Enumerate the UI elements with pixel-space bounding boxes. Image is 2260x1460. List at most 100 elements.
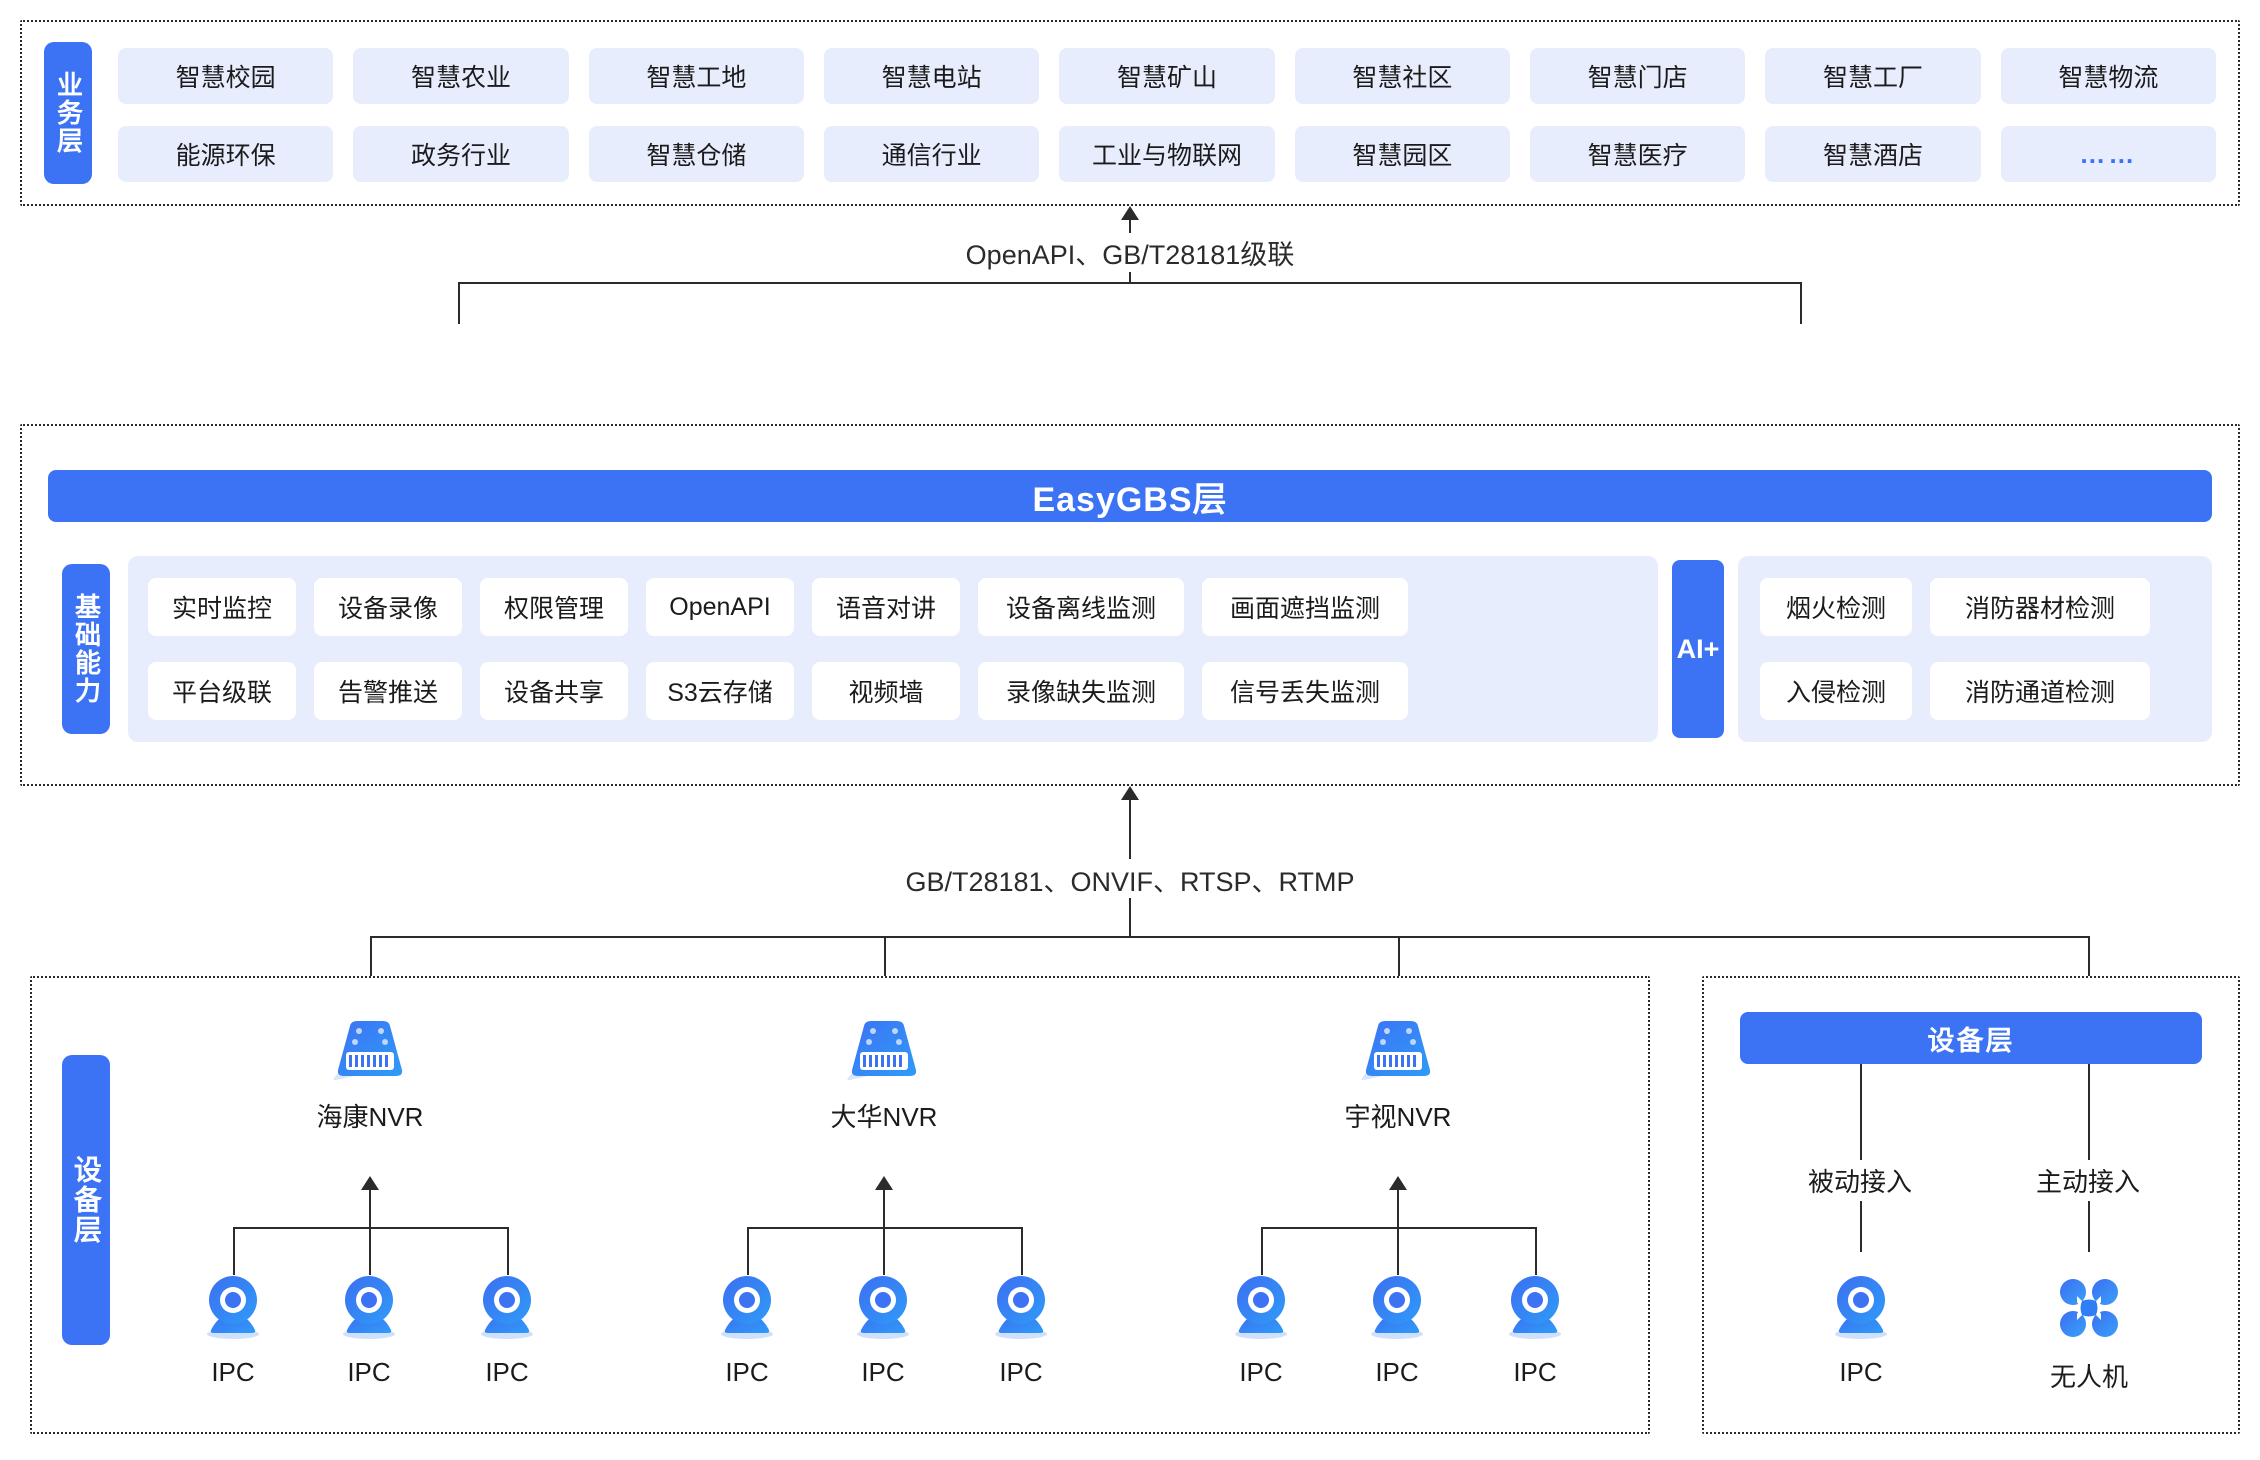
camera-icon (481, 1276, 533, 1339)
business-tag[interactable]: 智慧社区 (1294, 48, 1510, 104)
ai-grid: 烟火检测 消防器材检测 入侵检测 消防通道检测 (1760, 578, 2150, 720)
camera-node[interactable]: IPC (1487, 1272, 1583, 1388)
nvr-node[interactable]: 宇视NVR (1318, 1018, 1478, 1134)
business-tag[interactable]: 智慧工厂 (1765, 48, 1981, 104)
device-layer-bar[interactable]: 设备层 (1740, 1012, 2202, 1064)
ai-chip[interactable]: 消防通道检测 (1930, 662, 2150, 720)
capability-chip[interactable]: 画面遮挡监测 (1202, 578, 1408, 636)
uplink-bus-top (458, 282, 1802, 284)
capability-chip[interactable]: 语音对讲 (812, 578, 960, 636)
nvr-uplink-arrow (875, 1176, 893, 1190)
nvr-uplink-stem (369, 1189, 371, 1229)
camera-node[interactable]: IPC (185, 1272, 281, 1388)
camera-drop (233, 1227, 235, 1275)
nvr-uplink-arrow (361, 1176, 379, 1190)
business-tag[interactable]: 智慧校园 (118, 48, 334, 104)
capability-chip[interactable]: 告警推送 (314, 662, 462, 720)
camera-drop (1397, 1227, 1399, 1275)
easygbs-layer-bar[interactable]: EasyGBS层 (48, 470, 2212, 522)
capability-chip[interactable]: 信号丢失监测 (1202, 662, 1408, 720)
business-tag[interactable]: 智慧物流 (2000, 48, 2216, 104)
capability-chip[interactable]: 权限管理 (480, 578, 628, 636)
camera-node[interactable]: IPC (1349, 1272, 1445, 1388)
capability-chip[interactable]: 录像缺失监测 (978, 662, 1184, 720)
passive-access-label: 被动接入 (1790, 1160, 1930, 1201)
ai-chip[interactable]: 入侵检测 (1760, 662, 1912, 720)
camera-drop (883, 1227, 885, 1275)
camera-node[interactable]: IPC (835, 1272, 931, 1388)
camera-name: IPC (1375, 1357, 1419, 1387)
capability-label: 基础能力 (62, 564, 110, 734)
camera-icon (1509, 1276, 1561, 1339)
capability-chip[interactable]: 视频墙 (812, 662, 960, 720)
business-layer-label-text: 业务层 (53, 71, 84, 155)
camera-icon (857, 1276, 909, 1339)
capability-chip[interactable]: OpenAPI (646, 578, 794, 636)
business-tag[interactable]: 工业与物联网 (1059, 126, 1275, 182)
camera-node[interactable]: IPC (1213, 1272, 1309, 1388)
device-layer-bar-title: 设备层 (1927, 1025, 2015, 1056)
nvr-node[interactable]: 大华NVR (804, 1018, 964, 1134)
camera-icon (207, 1276, 259, 1339)
business-tag[interactable]: 通信行业 (823, 126, 1040, 182)
business-tag[interactable]: 智慧门店 (1529, 48, 1746, 104)
passive-branch-wire (1860, 1064, 1862, 1160)
camera-icon (1835, 1276, 1887, 1339)
camera-icon (1235, 1276, 1287, 1339)
camera-name: IPC (999, 1357, 1043, 1387)
business-tag[interactable]: 政务行业 (353, 126, 569, 182)
business-tag[interactable]: 智慧电站 (823, 48, 1040, 104)
camera-icon (343, 1276, 395, 1339)
capability-chip[interactable]: 实时监控 (148, 578, 296, 636)
capability-chip[interactable]: 设备离线监测 (978, 578, 1184, 636)
ai-chip[interactable]: 烟火检测 (1760, 578, 1912, 636)
drone-icon (2060, 1279, 2118, 1337)
capability-grid: 实时监控 设备录像 权限管理 OpenAPI 语音对讲 设备离线监测 画面遮挡监… (148, 578, 1408, 720)
drone-node[interactable]: 无人机 (2041, 1272, 2137, 1394)
business-layer-label: 业务层 (44, 42, 92, 184)
active-access-label: 主动接入 (2018, 1160, 2158, 1201)
capability-chip[interactable]: 平台级联 (148, 662, 296, 720)
business-tag[interactable]: 智慧仓储 (588, 126, 804, 182)
nvr-node[interactable]: 海康NVR (290, 1018, 450, 1134)
nvr-icon (333, 1021, 403, 1081)
camera-drop (369, 1227, 371, 1275)
camera-node[interactable]: IPC (1813, 1272, 1909, 1388)
camera-node[interactable]: IPC (973, 1272, 1069, 1388)
camera-name: IPC (725, 1357, 769, 1387)
device-layer-label: 设备层 (62, 1055, 110, 1345)
drone-name: 无人机 (2049, 1362, 2128, 1392)
easygbs-layer-title: EasyGBS层 (1032, 480, 1228, 519)
nvr-drop-3 (1398, 936, 1400, 996)
business-tag[interactable]: 智慧园区 (1294, 126, 1510, 182)
camera-node[interactable]: IPC (699, 1272, 795, 1388)
nvr-name: 大华NVR (830, 1102, 938, 1132)
ai-plus-pill[interactable]: AI+ (1672, 560, 1724, 738)
nvr-uplink-stem (1397, 1189, 1399, 1229)
nvr-icon (847, 1021, 917, 1081)
camera-name: IPC (485, 1357, 529, 1387)
capability-chip[interactable]: 设备录像 (314, 578, 462, 636)
business-tag[interactable]: 智慧农业 (353, 48, 569, 104)
camera-node[interactable]: IPC (459, 1272, 555, 1388)
capability-chip[interactable]: 设备共享 (480, 662, 628, 720)
camera-drop (1261, 1227, 1263, 1275)
capability-label-text: 基础能力 (71, 593, 102, 705)
business-tag-more[interactable]: …… (2000, 126, 2216, 182)
ai-chip[interactable]: 消防器材检测 (1930, 578, 2150, 636)
business-tag[interactable]: 智慧医疗 (1529, 126, 1746, 182)
nvr-drop-1 (370, 936, 372, 996)
camera-node[interactable]: IPC (321, 1272, 417, 1388)
business-tag[interactable]: 智慧工地 (588, 48, 804, 104)
nvr-uplink-arrow (1389, 1176, 1407, 1190)
business-tag[interactable]: 能源环保 (118, 126, 334, 182)
uplink-drop-right-top (1800, 282, 1802, 324)
camera-icon (995, 1276, 1047, 1339)
business-tag[interactable]: 智慧矿山 (1059, 48, 1275, 104)
nvr-drop-2 (884, 936, 886, 996)
camera-name: IPC (347, 1357, 391, 1387)
business-layer-tag-grid: 智慧校园 智慧农业 智慧工地 智慧电站 智慧矿山 智慧社区 智慧门店 智慧工厂 … (118, 48, 2216, 182)
camera-drop (1021, 1227, 1023, 1275)
capability-chip[interactable]: S3云存储 (646, 662, 794, 720)
business-tag[interactable]: 智慧酒店 (1765, 126, 1981, 182)
